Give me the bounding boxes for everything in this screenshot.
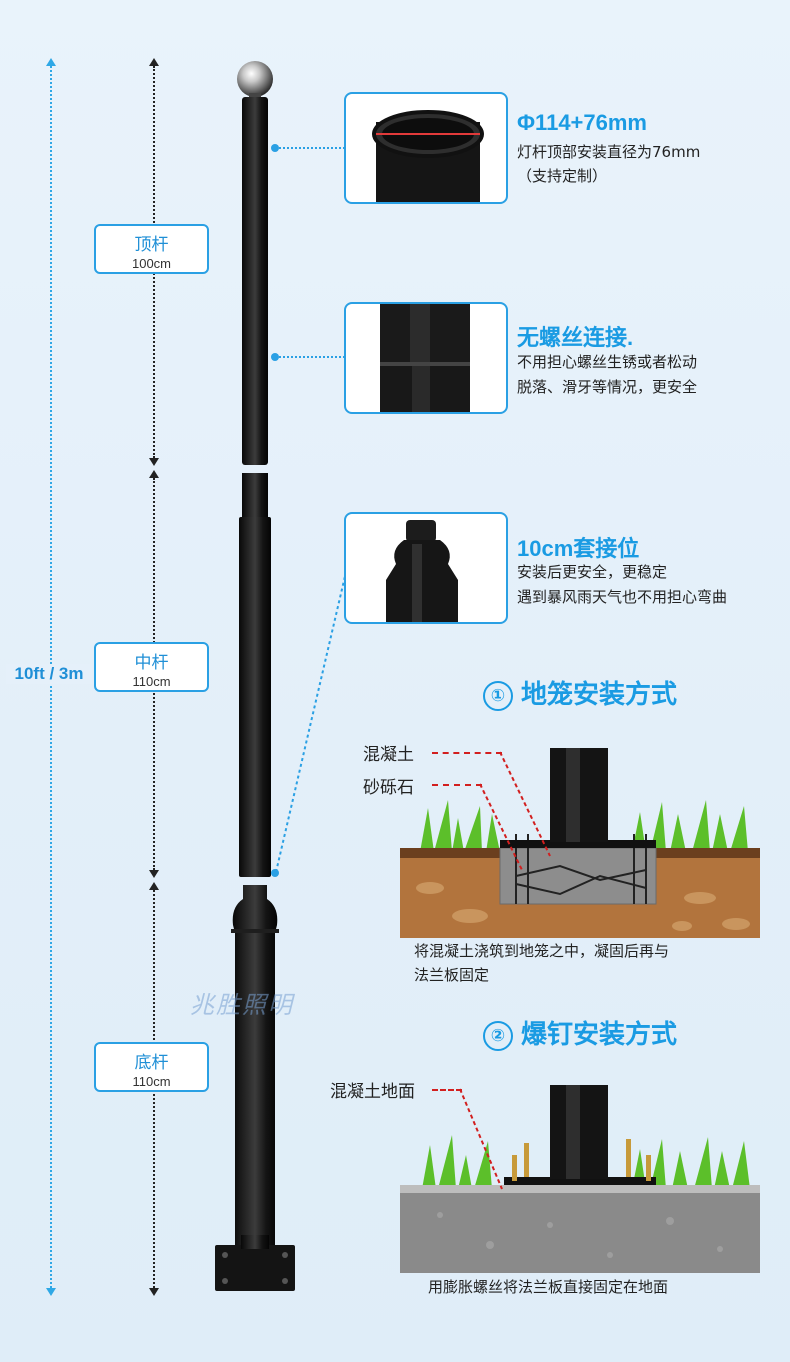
arrow-up-icon [149,882,159,890]
callout-anchor-dot [271,353,279,361]
feature-description-line: 安装后更安全，更稳定 [517,563,668,581]
watermark: 兆胜照明 [190,991,294,1019]
feature-image-screwless-joint [344,302,508,414]
callout-anchor-dot [271,869,279,877]
callout-leader-line [275,571,347,873]
feature-image-pipe-top [344,92,508,204]
concrete-ground [400,1185,760,1273]
concrete-leader-line [432,752,502,754]
expansion-bolt [626,1139,631,1177]
arrow-down-icon [149,1288,159,1296]
concrete-label: 混凝土 [363,745,414,765]
gravel-leader-line [479,783,523,871]
bottom-segment-connector [232,885,278,1245]
pole-ball-top [237,61,273,97]
concrete-ground-label: 混凝土地面 [330,1082,415,1102]
total-height-label: 10ft / 3m [6,664,92,684]
feature-title: 10cm套接位 [517,536,640,561]
method-title-text: 爆钉安装方式 [520,1020,677,1050]
arrow-up-icon [46,58,56,66]
gravel-leader-line [432,784,482,786]
feature-description-line: 不用担心螺丝生锈或者松动 [517,353,698,371]
callout-anchor-dot [271,144,279,152]
segment-box-bottom: 底杆 110cm [94,1042,209,1092]
segment-box-middle: 中杆 110cm [94,642,209,692]
callout-leader-line [279,356,345,358]
lamp-pole-illustration [215,61,295,1291]
segment-name: 底杆 [134,1053,169,1073]
feature-description-line: 遇到暴风雨天气也不用担心弯曲 [517,588,728,606]
concrete-ground-leader-line [432,1089,462,1091]
segment-box-top: 顶杆 100cm [94,224,209,274]
feature-title: Φ114+76mm [517,110,647,135]
segment-name: 中杆 [134,653,169,673]
expansion-bolt [512,1155,517,1181]
install-caption-line: 用膨胀螺丝将法兰板直接固定在地面 [428,1278,669,1296]
gravel-label: 砂砾石 [363,778,414,798]
feature-image-sleeve-joint [344,512,508,624]
pole-flange-plate [215,1245,295,1291]
install-caption-line: 将混凝土浇筑到地笼之中，凝固后再与 [414,942,670,960]
segment-length: 110cm [132,1074,171,1089]
feature-title: 无螺丝连接. [517,325,634,350]
ground-cage-install-diagram [400,748,760,938]
arrow-down-icon [149,458,159,466]
concrete-ground-leader-line [459,1088,503,1190]
concrete-leader-line [499,751,551,857]
concrete-foundation [500,848,656,904]
expansion-bolt-install-diagram [400,1085,760,1273]
install-caption-line: 法兰板固定 [414,966,490,984]
top-segment [242,97,268,465]
method-number: ① [482,680,513,711]
middle-segment [242,473,268,519]
callout-leader-line [279,147,345,149]
arrow-down-icon [149,870,159,878]
feature-description-line: 灯杆顶部安装直径为76mm [517,143,701,161]
segment-length: 110cm [132,674,171,689]
method-number: ② [482,1020,513,1051]
segment-length: 100cm [131,256,172,271]
arrow-up-icon [149,58,159,66]
feature-description-line: 脱落、滑牙等情况，更安全 [517,378,698,396]
segment-name: 顶杆 [134,235,169,255]
arrow-down-icon [46,1288,56,1296]
method-title-text: 地笼安装方式 [520,680,677,710]
feature-description-line: （支持定制） [517,167,608,185]
arrow-up-icon [149,470,159,478]
